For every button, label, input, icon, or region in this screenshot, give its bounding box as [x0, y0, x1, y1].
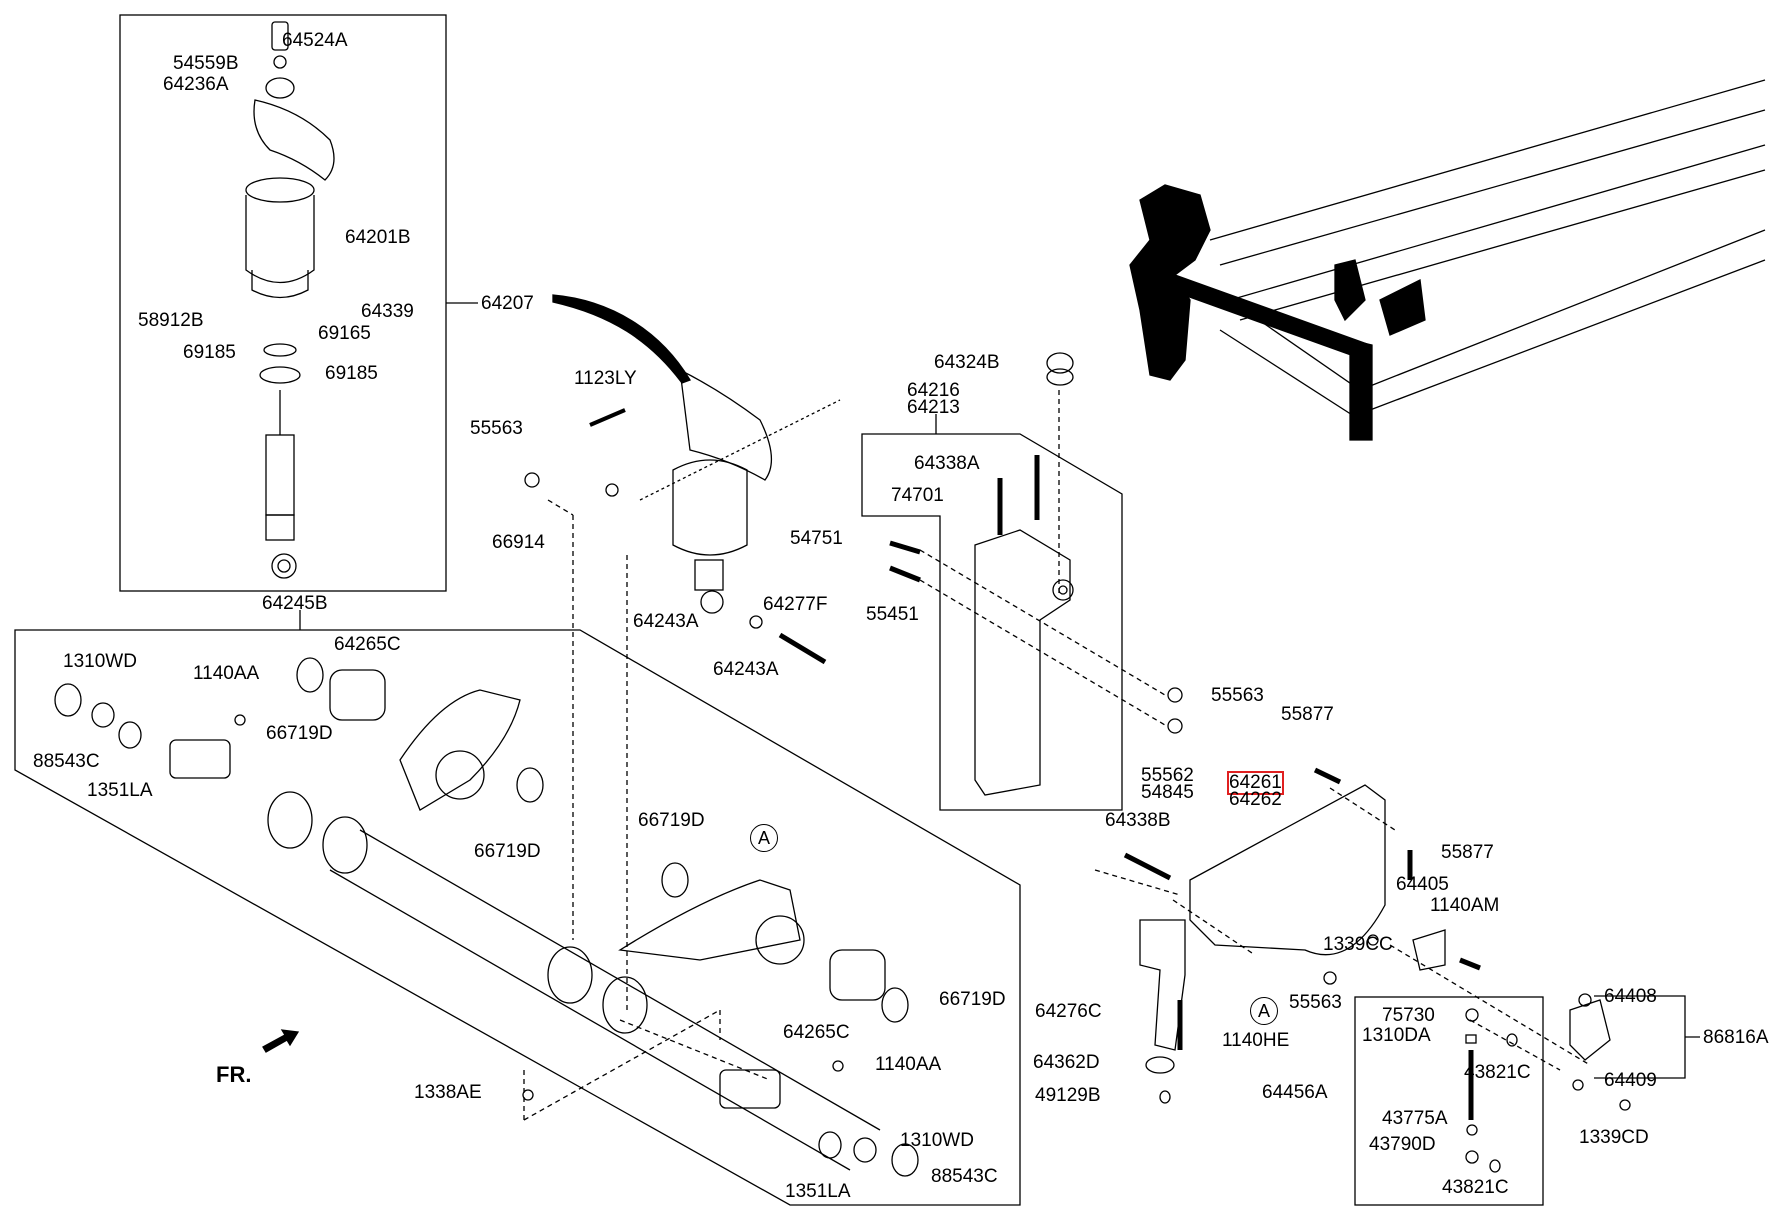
part-label[interactable]: 1140AA	[875, 1054, 942, 1075]
part-label[interactable]: 88543C	[931, 1166, 998, 1187]
part-label[interactable]: 55562	[1141, 765, 1194, 786]
air-spring-drawing	[245, 21, 335, 579]
part-label[interactable]: 64276C	[1035, 1001, 1102, 1022]
part-label[interactable]: 64236A	[163, 74, 229, 95]
part-label[interactable]: 66914	[492, 532, 545, 553]
part-label[interactable]: 64277F	[763, 594, 828, 615]
installed-air-spring-drawing	[524, 368, 841, 614]
part-label[interactable]: 64201B	[345, 227, 411, 248]
part-label[interactable]: 64262	[1229, 789, 1282, 810]
part-label[interactable]: 55451	[866, 604, 919, 625]
part-label[interactable]: 55563	[1289, 992, 1342, 1013]
part-label[interactable]: 75730	[1382, 1005, 1435, 1026]
part-label[interactable]: 64405	[1396, 874, 1449, 895]
front-direction-label: FR.	[216, 1062, 252, 1087]
part-label[interactable]: 64338B	[1105, 810, 1171, 831]
group-label-bracket[interactable]: 64216	[907, 380, 960, 401]
part-label[interactable]: 1339CD	[1579, 1127, 1649, 1148]
part-label[interactable]: 64339	[361, 301, 414, 322]
group-label-sensor-link[interactable]: 64456A	[1262, 1082, 1328, 1103]
part-label[interactable]: 43790D	[1369, 1134, 1436, 1155]
part-label[interactable]: 64409	[1604, 1070, 1657, 1091]
reference-marker-a: A	[1250, 997, 1278, 1025]
part-label[interactable]: 64338A	[914, 453, 980, 474]
sensor-link-group-box	[1354, 996, 1544, 1206]
part-label[interactable]: 64265C	[783, 1022, 850, 1043]
part-label[interactable]: 64324B	[934, 352, 1000, 373]
axle-group-box	[14, 629, 1021, 1206]
group-label-valve[interactable]: 86816A	[1703, 1027, 1769, 1048]
part-label[interactable]: 1351LA	[785, 1181, 851, 1202]
part-label[interactable]: 55877	[1281, 704, 1334, 725]
part-label[interactable]: 43821C	[1464, 1062, 1531, 1083]
part-label[interactable]: 54845	[1141, 782, 1194, 803]
sensor-link-drawing	[1465, 993, 1631, 1173]
part-label[interactable]: 55563	[470, 418, 523, 439]
bracket-group-box	[861, 433, 1123, 811]
part-label[interactable]: 64243A	[633, 611, 699, 632]
reference-marker-a: A	[750, 824, 778, 852]
part-label[interactable]: 64408	[1604, 986, 1657, 1007]
part-label[interactable]: 1310WD	[900, 1130, 974, 1151]
part-label[interactable]: 55563	[1211, 685, 1264, 706]
group-label-bracket[interactable]: 64213	[907, 397, 960, 418]
chassis-frame-drawing	[1129, 79, 1766, 441]
part-label[interactable]: 69185	[183, 342, 236, 363]
part-label[interactable]: 1140HE	[1222, 1030, 1290, 1051]
small-parts-drawing	[54, 408, 919, 1177]
part-label[interactable]: 43775A	[1382, 1108, 1448, 1129]
part-label[interactable]: 66719D	[638, 810, 705, 831]
part-label[interactable]: 66719D	[474, 841, 541, 862]
part-label[interactable]: 54751	[790, 528, 843, 549]
part-label[interactable]: 58912B	[138, 310, 204, 331]
part-label[interactable]: 69165	[318, 323, 371, 344]
part-label[interactable]: 1123LY	[574, 368, 637, 389]
group-label-air-spring[interactable]: 64207	[481, 293, 534, 314]
part-label[interactable]: 1339CC	[1323, 934, 1393, 955]
part-label[interactable]: 64362D	[1033, 1052, 1100, 1073]
front-direction-arrow	[262, 1029, 300, 1053]
part-label[interactable]: 64524A	[282, 30, 348, 51]
part-label[interactable]: 1310DA	[1362, 1025, 1431, 1046]
part-label[interactable]: 55877	[1441, 842, 1494, 863]
part-label[interactable]: 74701	[891, 485, 944, 506]
part-label[interactable]: 1338AE	[414, 1082, 482, 1103]
part-label[interactable]: 66719D	[939, 989, 1006, 1010]
highlighted-part-label[interactable]: 64261	[1227, 771, 1284, 795]
part-label[interactable]: 1140AA	[193, 663, 260, 684]
part-label[interactable]: 88543C	[33, 751, 100, 772]
part-label[interactable]: 49129B	[1035, 1085, 1101, 1106]
part-label[interactable]: 1140AM	[1430, 895, 1500, 916]
axle-beam-drawing	[169, 689, 881, 1171]
part-label[interactable]: 69185	[325, 363, 378, 384]
bracket-drawing	[889, 352, 1481, 1104]
part-label[interactable]: 66719D	[266, 723, 333, 744]
part-label[interactable]: 64265C	[334, 634, 401, 655]
part-label[interactable]: 43821C	[1442, 1177, 1509, 1198]
part-label[interactable]: 64243A	[713, 659, 779, 680]
part-label[interactable]: 1351LA	[87, 780, 153, 801]
part-label[interactable]: 54559B	[173, 53, 239, 74]
part-label[interactable]: 1310WD	[63, 651, 137, 672]
assembly-guide-lines	[523, 390, 1591, 1121]
group-label-axle[interactable]: 64245B	[262, 593, 328, 614]
